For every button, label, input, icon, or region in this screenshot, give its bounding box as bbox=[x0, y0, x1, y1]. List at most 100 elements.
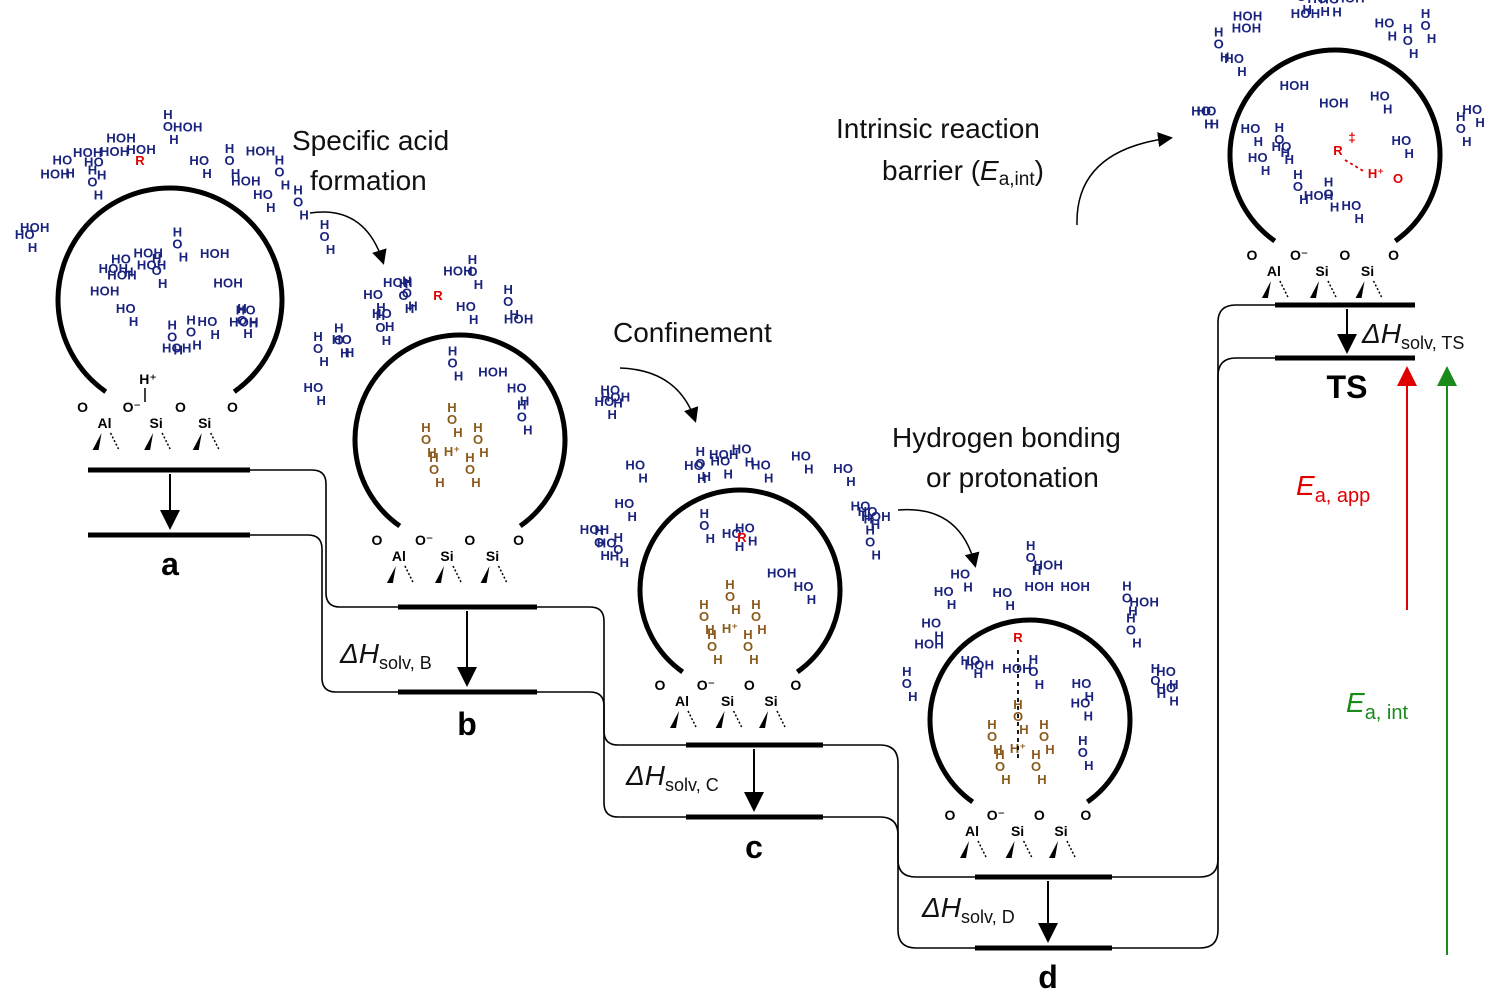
state-labels: a b c d TS bbox=[161, 369, 1367, 991]
hash-bond bbox=[404, 565, 414, 583]
water-h: H bbox=[84, 155, 93, 170]
water-o: O bbox=[1289, 78, 1299, 93]
water-h: H bbox=[153, 245, 162, 260]
water-h: H bbox=[595, 523, 604, 538]
water-h: H bbox=[116, 301, 125, 316]
water-h: H bbox=[236, 302, 245, 317]
water-h: H bbox=[326, 242, 335, 257]
water-o: O bbox=[803, 579, 813, 594]
water-o: O bbox=[334, 332, 344, 347]
water-o: O bbox=[1384, 15, 1394, 30]
water-o: O bbox=[382, 306, 392, 321]
water-h: H bbox=[202, 166, 211, 181]
water-h: H bbox=[1232, 20, 1241, 35]
water-o: O bbox=[186, 325, 196, 340]
water-h: H bbox=[1072, 676, 1081, 691]
wedge-bond bbox=[386, 566, 396, 583]
water-h: H bbox=[864, 512, 873, 527]
framework-si: Si bbox=[764, 693, 777, 709]
water-h: H bbox=[1210, 117, 1219, 132]
wedge-bond bbox=[192, 433, 202, 450]
water-o: O bbox=[1034, 579, 1044, 594]
water-h: H bbox=[1261, 163, 1270, 178]
water-h: H bbox=[99, 261, 108, 276]
water-h: H bbox=[1035, 677, 1044, 692]
water-h: H bbox=[950, 566, 959, 581]
water-h: H bbox=[921, 616, 930, 631]
water-h: H bbox=[757, 622, 766, 637]
water-h: H bbox=[1029, 652, 1038, 667]
water-h: H bbox=[266, 143, 275, 158]
framework-o: O bbox=[1246, 247, 1257, 263]
water-o: O bbox=[707, 639, 717, 654]
water-h: H bbox=[110, 283, 119, 298]
water-h: H bbox=[251, 173, 260, 188]
water-h: H bbox=[1311, 6, 1320, 21]
framework-si: Si bbox=[198, 415, 211, 431]
water-h: H bbox=[158, 276, 167, 291]
water-h: H bbox=[751, 457, 760, 472]
water-o: O bbox=[695, 456, 705, 471]
framework-o-anion: O⁻ bbox=[1290, 247, 1308, 263]
water-o: O bbox=[94, 155, 104, 170]
water-h: H bbox=[474, 277, 483, 292]
water-o: O bbox=[116, 130, 126, 145]
water-o: O bbox=[293, 195, 303, 210]
water-o: O bbox=[606, 535, 616, 550]
water-h: H bbox=[601, 390, 610, 405]
water-o: O bbox=[473, 432, 483, 447]
barrier-labels: Ea, app Ea, int bbox=[1296, 470, 1408, 724]
water-h: H bbox=[332, 332, 341, 347]
cage-wall bbox=[1227, 47, 1443, 244]
water-h: H bbox=[724, 467, 733, 482]
water-h: H bbox=[111, 252, 120, 267]
water-h: H bbox=[126, 130, 135, 145]
label-step3-line2: or protonation bbox=[926, 462, 1099, 493]
water-h: H bbox=[93, 145, 102, 160]
water-o: O bbox=[1126, 622, 1136, 637]
water-o: O bbox=[467, 264, 477, 279]
water-o: O bbox=[1257, 150, 1267, 165]
water-o: O bbox=[255, 143, 265, 158]
water-o: O bbox=[488, 364, 498, 379]
water-h: H bbox=[934, 629, 943, 644]
wedge-bond bbox=[715, 711, 725, 728]
water-o: O bbox=[30, 220, 40, 235]
water-h: H bbox=[107, 268, 116, 283]
water-h: H bbox=[299, 208, 308, 223]
water-o: O bbox=[1300, 6, 1310, 21]
water-o: O bbox=[402, 286, 412, 301]
water-o: O bbox=[1472, 102, 1482, 117]
water-o: O bbox=[375, 320, 385, 335]
water-h: H bbox=[127, 268, 136, 283]
water-h: H bbox=[1233, 8, 1242, 23]
water-h: H bbox=[711, 454, 720, 469]
water-h: H bbox=[173, 120, 182, 135]
water-h: H bbox=[1130, 595, 1139, 610]
water-o: O bbox=[1139, 595, 1149, 610]
water-h: H bbox=[225, 141, 234, 156]
water-h: H bbox=[179, 249, 188, 264]
water-h: H bbox=[119, 261, 128, 276]
water-h: H bbox=[193, 120, 202, 135]
water-h: H bbox=[334, 320, 343, 335]
water-o: O bbox=[110, 144, 120, 159]
water-o: O bbox=[466, 299, 476, 314]
water-h: H bbox=[613, 395, 622, 410]
water-h: H bbox=[319, 354, 328, 369]
state-d: d bbox=[1038, 959, 1058, 991]
water-h: H bbox=[1335, 0, 1344, 5]
water-h: H bbox=[601, 548, 610, 563]
framework-al: Al bbox=[965, 823, 979, 839]
water-h: H bbox=[313, 329, 322, 344]
water-h: H bbox=[1039, 717, 1048, 732]
wedge-bond bbox=[1049, 841, 1058, 858]
water-h: H bbox=[1404, 146, 1413, 161]
water-o: O bbox=[624, 496, 634, 511]
water-o: O bbox=[1351, 198, 1361, 213]
water-h: H bbox=[615, 496, 624, 511]
water-h: H bbox=[1252, 20, 1261, 35]
wedge-bond bbox=[480, 566, 490, 583]
ts-mark: ‡ bbox=[1348, 130, 1355, 145]
